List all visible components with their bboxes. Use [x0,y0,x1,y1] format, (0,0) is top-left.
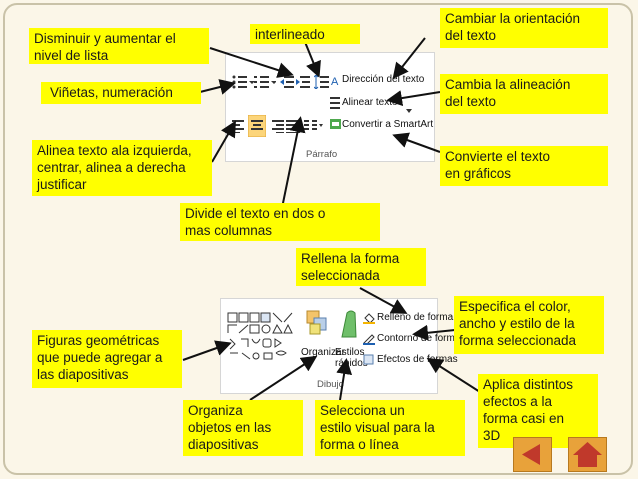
note-align-text: Cambia la alineación del texto [440,74,608,114]
note-list-level: Disminuir y aumentar el nivel de lista [29,28,209,64]
convert-smartart-button[interactable]: Convertir a SmartArt [342,119,434,130]
align-right-icon[interactable] [270,119,284,138]
note-shape-fill: Rellena la forma seleccionada [296,248,426,286]
paragraph-group-label: Párrafo [306,149,338,160]
back-arrow-icon [522,444,540,465]
smartart-icon [330,117,342,136]
note-shapes: Figuras geométricas que puede agregar a … [32,330,182,388]
drawing-group-label: Dibujo [317,379,344,390]
note-shape-outline: Especifica el color, ancho y estilo de l… [454,296,604,354]
note-alignment: Alinea texto ala izquierda, centrar, ali… [32,140,212,196]
note-bullets: Viñetas, numeración [41,82,201,104]
columns-icon[interactable] [304,119,324,138]
home-button[interactable] [568,437,607,472]
shapes-gallery[interactable] [226,311,294,370]
note-arrange: Organiza objetos en las diapositivas [183,400,303,456]
note-smartart: Convierte el texto en gráficos [440,146,608,186]
shape-effects-icon [363,353,375,371]
text-direction-icon: A [330,73,342,92]
note-line-spacing: interlineado [250,24,360,44]
shape-outline-icon [363,332,375,350]
shape-effects-button[interactable]: Efectos de formas [377,354,458,365]
note-columns: Divide el texto en dos o mas columnas [180,203,380,241]
shape-fill-icon [363,311,375,329]
home-icon [573,442,602,467]
svg-text:A: A [331,76,339,87]
previous-slide-button[interactable] [513,437,552,472]
chevron-down-icon [406,100,412,118]
arrange-button[interactable]: Organizar [301,347,345,358]
shape-fill-button[interactable]: Relleno de forma [377,312,454,323]
drawing-ribbon: Organizar Estilos rápidos Relleno de for… [220,298,460,394]
align-text-button[interactable]: Alinear texto [342,97,398,108]
quick-styles-icon [339,309,359,344]
arrange-icon [305,309,331,342]
note-shape-effects: Aplica distintos efectos a la forma casi… [478,374,598,448]
increase-list-level-icon[interactable] [296,75,310,94]
note-text-direction: Cambiar la orientación del texto [440,8,608,48]
slide-frame [3,3,633,475]
numbering-icon[interactable] [254,75,277,94]
text-direction-button[interactable]: Dirección del texto [342,74,425,85]
align-text-icon [330,96,342,115]
note-quick-styles: Selecciona un estilo visual para la form… [315,400,465,456]
